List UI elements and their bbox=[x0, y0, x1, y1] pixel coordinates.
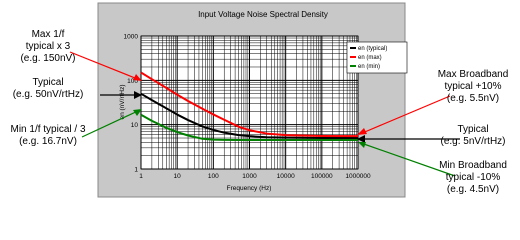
callout-typical-left: Typical (e.g. 50nV/rtHz) bbox=[2, 77, 94, 101]
x-tick-label: 100000 bbox=[311, 173, 333, 180]
y-tick-label: 10 bbox=[131, 122, 139, 129]
arrow-max-1f-head bbox=[133, 74, 142, 81]
arrow-max-1f bbox=[69, 51, 141, 81]
x-axis-label: Frequency (Hz) bbox=[227, 185, 272, 192]
callout-min-1f-line-2: (e.g. 16.7nV) bbox=[19, 136, 77, 147]
chart-title: Input Voltage Noise Spectral Density bbox=[198, 10, 328, 19]
x-tick-label: 1000000 bbox=[345, 173, 371, 180]
callout-typical-left-line-2: (e.g. 50nV/rtHz) bbox=[12, 89, 84, 100]
series-line-max bbox=[140, 71, 359, 138]
arrow-min-1f bbox=[81, 109, 141, 138]
x-tick-label: 1 bbox=[139, 173, 143, 180]
legend-label-max: en (max) bbox=[358, 55, 382, 61]
noise-density-chart: Input Voltage Noise Spectral Density 1 10… bbox=[69, 2, 460, 198]
callout-typical-right: Typical (e.g. 5nV/rtHz) bbox=[428, 124, 518, 148]
arrow-min-broadband-head bbox=[358, 142, 366, 148]
callout-max-broadband: Max Broadband typical +10% (e.g. 5.5nV) bbox=[428, 69, 518, 105]
legend-label-min: en (min) bbox=[358, 64, 380, 70]
callout-max-1f-line-2: typical x 3 bbox=[25, 41, 71, 52]
callout-min-broadband-line-2: typical -10% bbox=[445, 172, 501, 183]
callout-max-broadband-line-1: Max Broadband bbox=[437, 69, 509, 80]
x-tick-label: 100 bbox=[208, 173, 219, 180]
grid-major bbox=[140, 35, 359, 170]
arrow-max-broadband-head bbox=[357, 128, 367, 135]
callout-typical-right-line-1: Typical bbox=[457, 124, 489, 135]
series-line-min bbox=[140, 113, 358, 142]
callout-min-broadband-line-3: (e.g. 4.5nV) bbox=[446, 184, 500, 195]
callout-arrows bbox=[69, 51, 460, 177]
x-tick-labels: 1 10 100 1000 10000 100000 1000000 bbox=[139, 173, 371, 180]
callout-max-1f-line-3: (e.g. 150nV) bbox=[20, 53, 76, 64]
y-tick-label: 100 bbox=[127, 78, 138, 85]
series-layer bbox=[140, 71, 359, 142]
x-tick-label: 10000 bbox=[277, 173, 295, 180]
callout-min-1f-line-1: Min 1/f typical / 3 bbox=[10, 124, 86, 135]
arrow-min-broadband bbox=[360, 142, 456, 177]
callout-min-broadband-line-1: Min Broadband bbox=[439, 160, 507, 171]
y-axis-label: en (nV/rtHz) bbox=[119, 84, 126, 119]
arrow-typical-right-head bbox=[357, 135, 365, 143]
y-tick-label: 1 bbox=[134, 167, 138, 174]
callout-typical-left-line-1: Typical bbox=[32, 77, 64, 88]
callout-min-broadband: Min Broadband typical -10% (e.g. 4.5nV) bbox=[428, 160, 518, 196]
series-line-typical bbox=[140, 92, 358, 140]
legend-box bbox=[346, 41, 408, 74]
arrow-min-1f-head bbox=[133, 109, 142, 116]
x-tick-label: 1000 bbox=[242, 173, 257, 180]
arrow-max-broadband bbox=[359, 95, 451, 135]
legend-label-typical: en (typical) bbox=[358, 46, 387, 52]
y-tick-label: 1000 bbox=[124, 34, 139, 41]
callout-max-1f: Max 1/f typical x 3 (e.g. 150nV) bbox=[4, 29, 92, 65]
callout-max-broadband-line-3: (e.g. 5.5nV) bbox=[446, 93, 500, 104]
callout-max-1f-line-1: Max 1/f bbox=[31, 29, 65, 40]
legend: en (typical) en (max) en (min) bbox=[346, 41, 408, 74]
callout-min-1f: Min 1/f typical / 3 (e.g. 16.7nV) bbox=[0, 124, 96, 148]
callout-typical-right-line-2: (e.g. 5nV/rtHz) bbox=[440, 136, 506, 147]
callout-max-broadband-line-2: typical +10% bbox=[444, 81, 502, 92]
x-tick-label: 10 bbox=[174, 173, 182, 180]
arrow-typical-left-head bbox=[134, 91, 142, 99]
y-tick-labels: 1 10 100 1000 bbox=[124, 34, 139, 174]
